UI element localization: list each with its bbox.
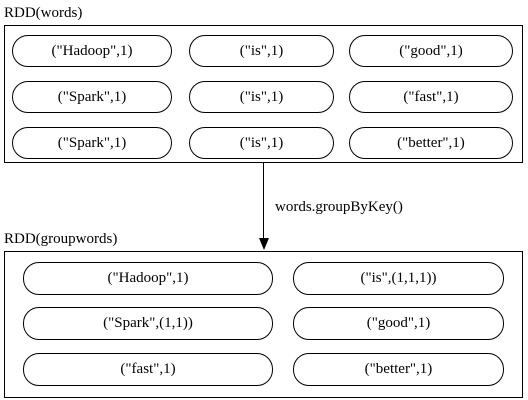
words-item: ("fast",1) xyxy=(349,81,513,113)
groupwords-item: ("good",1) xyxy=(293,307,504,340)
groupwords-item: ("better",1) xyxy=(293,353,504,386)
words-rdd-box xyxy=(4,25,523,163)
words-item: ("is",1) xyxy=(189,127,334,159)
groupwords-rdd-title: RDD(groupwords) xyxy=(4,231,118,247)
groupwords-item: ("Spark",(1,1)) xyxy=(23,307,273,340)
arrow-head-icon xyxy=(259,238,269,250)
words-rdd-title: RDD(words) xyxy=(4,5,83,21)
words-item: ("Spark",1) xyxy=(12,127,172,159)
groupwords-item: ("is",(1,1,1)) xyxy=(293,262,504,295)
words-item: ("is",1) xyxy=(189,81,334,113)
words-item: ("is",1) xyxy=(189,35,334,67)
operation-label: words.groupByKey() xyxy=(275,199,403,215)
groupwords-rdd-box xyxy=(4,251,523,398)
words-item: ("Hadoop",1) xyxy=(12,35,172,67)
words-item: ("better",1) xyxy=(349,127,513,159)
groupwords-item: ("Hadoop",1) xyxy=(23,262,273,295)
words-item: ("Spark",1) xyxy=(12,81,172,113)
words-item: ("good",1) xyxy=(349,35,513,67)
groupwords-item: ("fast",1) xyxy=(23,353,273,386)
group-by-key-arrow xyxy=(263,163,264,239)
